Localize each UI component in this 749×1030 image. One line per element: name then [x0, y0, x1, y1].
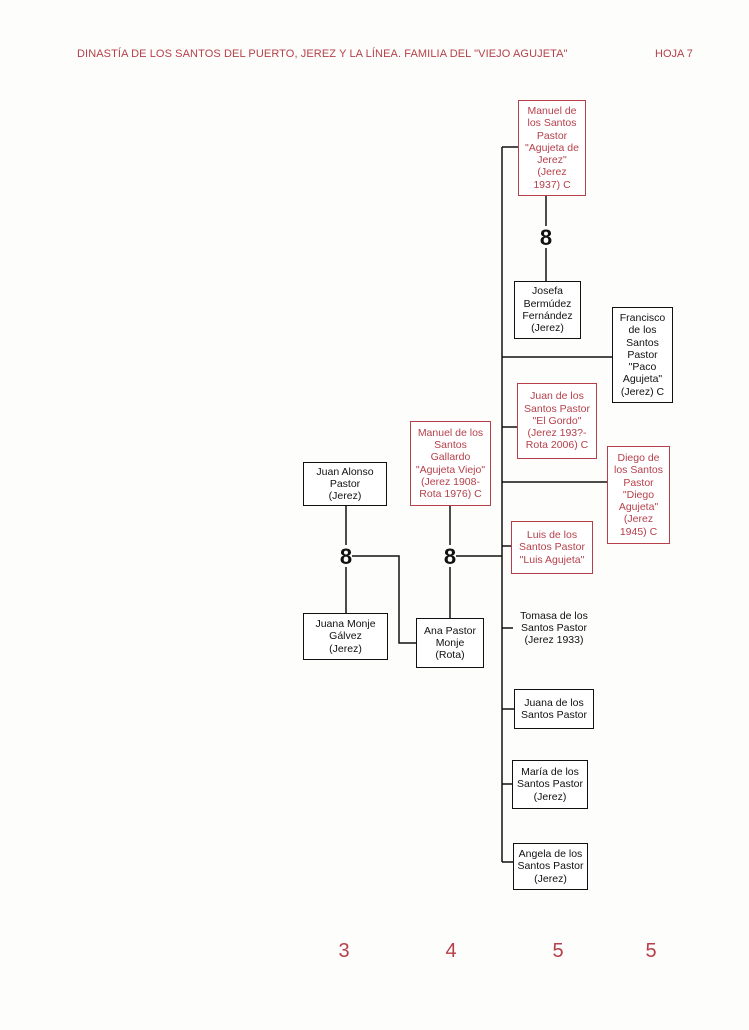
person-tomasa-de-los-santos: Tomasa de los Santos Pastor (Jerez 1933)	[520, 609, 588, 647]
generation-number: 5	[552, 940, 564, 962]
marriage-symbol: 8	[340, 544, 352, 569]
generation-number: 3	[338, 940, 350, 962]
person-ana-pastor-monje: Ana Pastor Monje (Rota)	[416, 618, 484, 668]
marriage-symbol: 8	[540, 225, 552, 250]
generation-number: 5	[645, 940, 657, 962]
person-francisco-paco-agujeta: Francisco de los Santos Pastor "Paco Agu…	[612, 307, 673, 403]
person-juan-alonso-pastor: Juan Alonso Pastor (Jerez)	[303, 462, 387, 506]
connector	[352, 555, 416, 644]
generation-number: 4	[445, 940, 457, 962]
person-diego-agujeta: Diego de los Santos Pastor "Diego Agujet…	[607, 446, 670, 544]
person-angela-de-los-santos: Angela de los Santos Pastor (Jerez)	[513, 843, 588, 890]
person-maria-de-los-santos: María de los Santos Pastor (Jerez)	[512, 760, 588, 809]
sheet-label: HOJA 7	[655, 48, 693, 60]
person-luis-agujeta: Luis de los Santos Pastor "Luis Agujeta"	[511, 521, 593, 574]
person-josefa-bermudez-fernandez: Josefa Bermúdez Fernández (Jerez)	[514, 281, 581, 339]
person-manuel-agujeta-viejo: Manuel de los Santos Gallardo "Agujeta V…	[410, 421, 491, 506]
marriage-symbol: 8	[444, 544, 456, 569]
person-juan-el-gordo: Juan de los Santos Pastor "El Gordo" (Je…	[517, 383, 597, 459]
person-juana-de-los-santos: Juana de los Santos Pastor	[514, 689, 594, 729]
person-manuel-agujeta-de-jerez: Manuel de los Santos Pastor "Agujeta de …	[518, 100, 586, 196]
page-title: DINASTÍA DE LOS SANTOS DEL PUERTO, JEREZ…	[77, 48, 568, 60]
person-juana-monje-galvez: Juana Monje Gálvez (Jerez)	[303, 613, 388, 660]
